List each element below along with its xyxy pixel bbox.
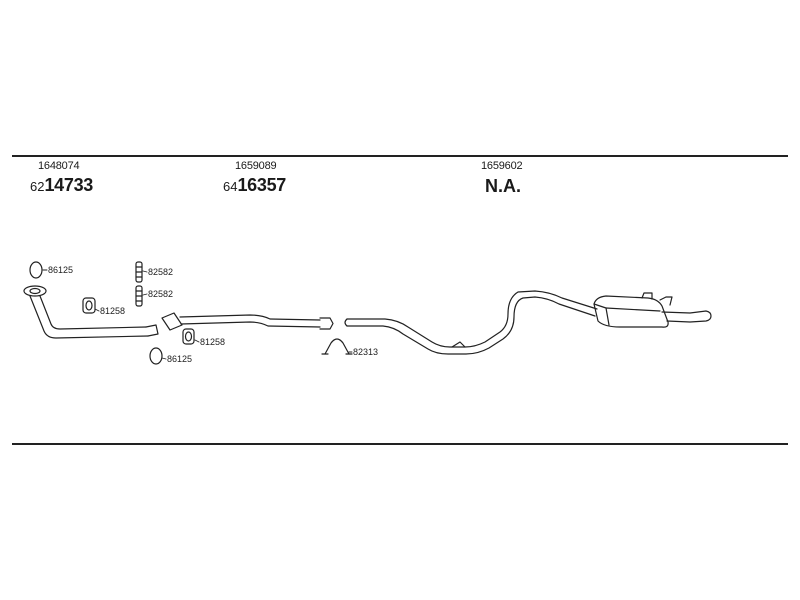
rear-pipe (344, 290, 598, 355)
hanger-1-icon (135, 261, 143, 283)
ring-gasket-2-label: 86125 (167, 354, 192, 364)
rubber-mount-1-icon (82, 297, 96, 314)
front-pipe-flange-hole (29, 287, 41, 295)
part-number-front-pipe: 6214733 (30, 176, 93, 195)
oe-number-front-pipe: 1648074 (38, 160, 80, 172)
rear-silencer (593, 292, 712, 328)
part-main: 16357 (237, 175, 287, 195)
bottom-divider (12, 443, 788, 445)
clamp-label: 82313 (353, 347, 378, 357)
front-pipe-flange (23, 285, 47, 297)
part-number-rear-silencer: N.A. (485, 176, 521, 196)
ring-gasket-1-label: 86125 (48, 265, 73, 275)
oe-number-rear-silencer: 1659602 (481, 160, 523, 172)
hanger-2-icon (135, 285, 143, 307)
rubber-mount-1-label: 81258 (100, 306, 125, 316)
rubber-mount-2-icon (182, 328, 195, 345)
clamp-icon (321, 338, 353, 355)
middle-pipe (161, 312, 334, 331)
part-number-middle-pipe: 6416357 (223, 176, 286, 195)
ring-gasket-2-icon (149, 347, 163, 365)
oe-number-middle-pipe: 1659089 (235, 160, 277, 172)
part-prefix: 64 (223, 179, 238, 194)
front-pipe (23, 285, 159, 339)
hanger-2-label: 82582 (148, 289, 173, 299)
part-main: 14733 (44, 175, 94, 195)
top-divider (12, 155, 788, 157)
ring-gasket-1-icon (29, 261, 43, 279)
hanger-1-label: 82582 (148, 267, 173, 277)
rubber-mount-2-label: 81258 (200, 337, 225, 347)
part-prefix: 62 (30, 179, 45, 194)
